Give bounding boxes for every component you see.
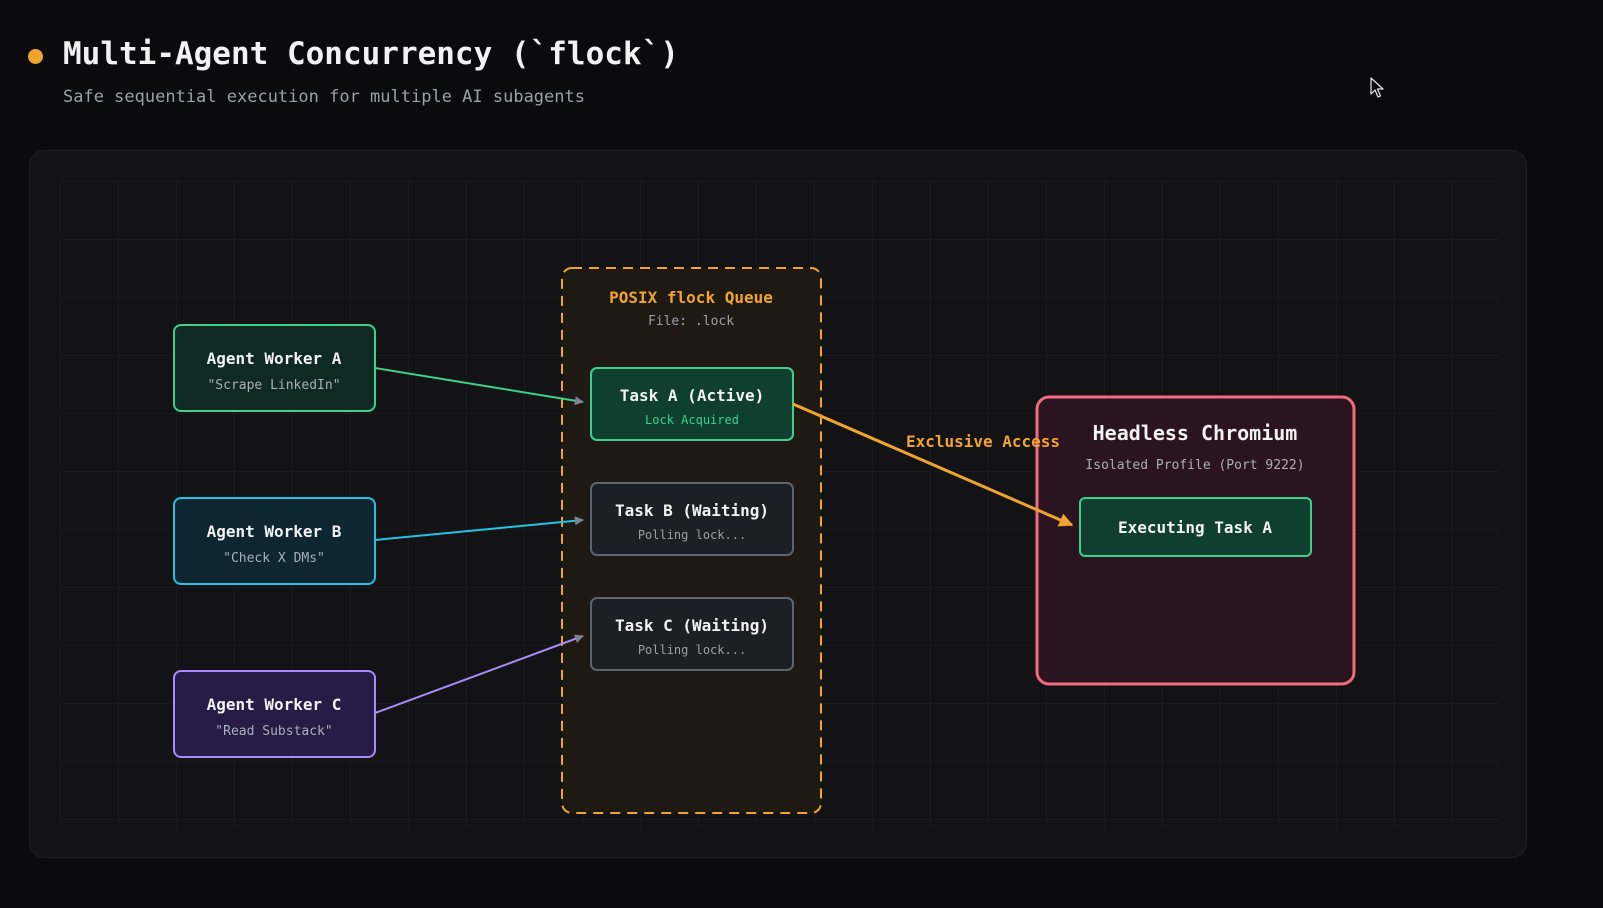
- agent-worker-b-task: "Check X DMs": [223, 551, 325, 566]
- task-c: Task C (Waiting) Polling lock...: [590, 597, 794, 671]
- task-a: Task A (Active) Lock Acquired: [590, 367, 794, 441]
- agent-worker-a-name: Agent Worker A: [207, 349, 342, 368]
- task-b: Task B (Waiting) Polling lock...: [590, 482, 794, 556]
- agent-worker-b: Agent Worker B "Check X DMs": [173, 497, 376, 585]
- cursor-arrow-icon: [1370, 77, 1384, 98]
- task-b-title: Task B (Waiting): [615, 501, 769, 520]
- edge-task-a-to-browser: [792, 402, 1074, 527]
- edge-worker-a-to-task-a: [374, 367, 584, 406]
- title-dot-icon: [28, 49, 43, 64]
- headless-chromium: Headless Chromium Isolated Profile (Port…: [1035, 395, 1356, 686]
- task-c-title: Task C (Waiting): [615, 616, 769, 635]
- agent-worker-b-name: Agent Worker B: [207, 522, 342, 541]
- edge-worker-b-to-task-b: [374, 516, 584, 541]
- edge-worker-c-to-task-c: [374, 634, 584, 714]
- executing-task-label: Executing Task A: [1118, 518, 1272, 537]
- agent-worker-c: Agent Worker C "Read Substack": [173, 670, 376, 758]
- task-b-status: Polling lock...: [638, 528, 746, 542]
- browser-title: Headless Chromium: [1093, 421, 1298, 445]
- task-a-status: Lock Acquired: [645, 413, 739, 427]
- edge-label-exclusive-access: Exclusive Access: [906, 432, 1060, 451]
- agent-worker-c-task: "Read Substack": [215, 724, 332, 739]
- queue-file: File: .lock: [648, 314, 734, 329]
- task-c-status: Polling lock...: [638, 643, 746, 657]
- task-a-title: Task A (Active): [620, 386, 765, 405]
- queue-title: POSIX flock Queue: [609, 288, 773, 307]
- page-title: Multi-Agent Concurrency (`flock`): [63, 36, 679, 72]
- agent-worker-a: Agent Worker A "Scrape LinkedIn": [173, 324, 376, 412]
- agent-worker-a-task: "Scrape LinkedIn": [207, 378, 340, 393]
- agent-worker-c-name: Agent Worker C: [207, 695, 342, 714]
- page-subtitle: Safe sequential execution for multiple A…: [63, 87, 585, 107]
- browser-subtitle: Isolated Profile (Port 9222): [1085, 458, 1304, 473]
